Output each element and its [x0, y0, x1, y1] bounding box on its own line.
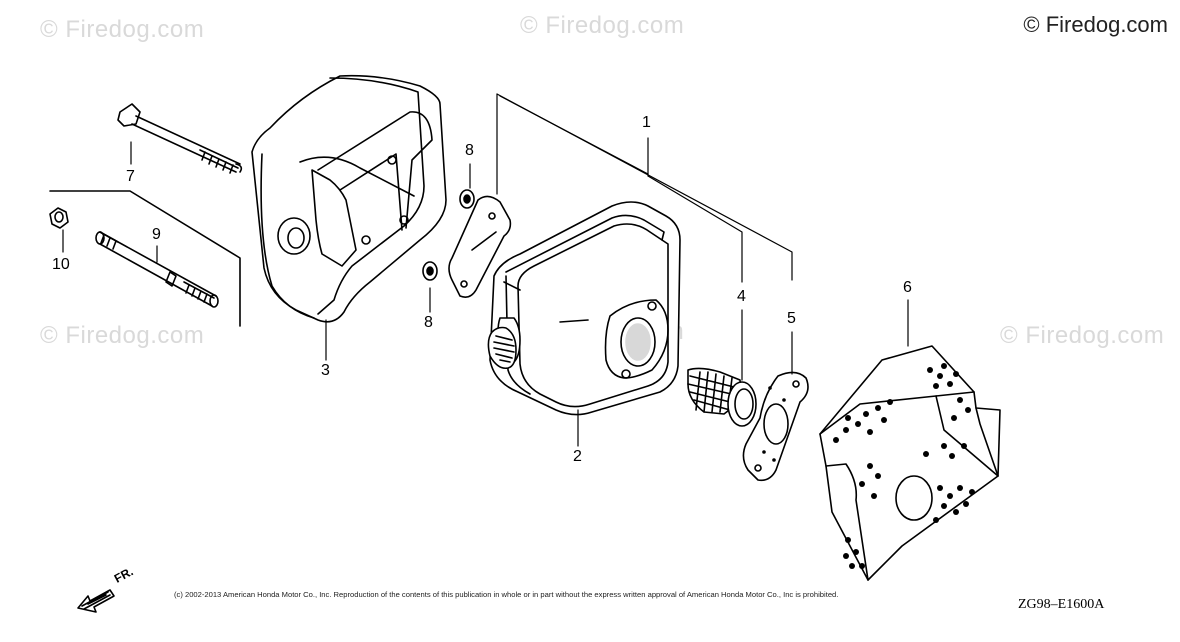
watermark-top-left: © Firedog.com: [40, 16, 205, 43]
muffler-protector-3: [251, 74, 447, 323]
callout-1: 1: [642, 114, 651, 131]
brand-watermark: © Firedog.com: [1023, 12, 1168, 37]
callout-5: 5: [787, 310, 796, 327]
callout-8-upper: 8: [465, 142, 474, 159]
washer-8a: [459, 189, 475, 209]
nut-10: [49, 207, 69, 229]
front-direction-arrow: [77, 589, 115, 613]
leader-lines: [62, 93, 909, 447]
callout-2: 2: [573, 448, 582, 465]
callout-4: 4: [737, 288, 746, 305]
heat-shield-6: [819, 345, 1001, 581]
watermark-mid-right: © Firedog.com: [1000, 322, 1165, 349]
heat-shield-perforations: [833, 363, 975, 569]
watermark-mid-left: © Firedog.com: [40, 322, 205, 349]
drawing-number: ZG98–E1600A: [1018, 597, 1105, 612]
copyright-notice: (c) 2002-2013 American Honda Motor Co., …: [174, 590, 839, 599]
callout-3: 3: [321, 362, 330, 379]
callout-6: 6: [903, 279, 912, 296]
muffler-gasket: [448, 195, 512, 298]
callout-7: 7: [126, 168, 135, 185]
callout-8-lower: 8: [424, 314, 433, 331]
washer-8b: [422, 261, 438, 281]
callout-10: 10: [52, 256, 70, 273]
bolt-7: [117, 103, 243, 174]
gasket-5: [742, 371, 809, 482]
spark-arrester-4: [687, 367, 757, 427]
stud-bolt-9: [95, 231, 219, 308]
muffler-2: [487, 201, 681, 416]
watermark-top-center: © Firedog.com: [520, 12, 685, 39]
callout-9: 9: [152, 226, 161, 243]
